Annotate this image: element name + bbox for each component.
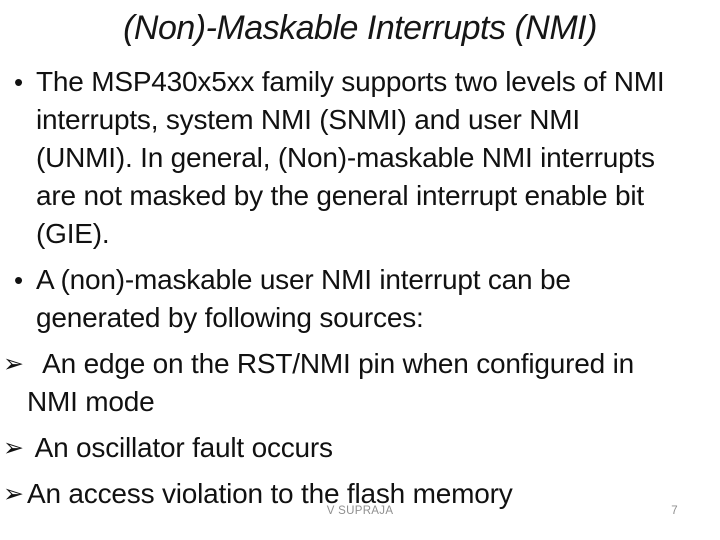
- bullet-text: An access violation to the flash memory: [27, 478, 513, 509]
- arrowhead-bullet-icon: ➢: [3, 349, 24, 378]
- footer-author: V SUPRAJA: [326, 505, 394, 517]
- slide-footer: V SUPRAJA 7: [0, 505, 720, 519]
- slide-body: • The MSP430x5xx family supports two lev…: [0, 50, 720, 513]
- arrowhead-bullet-icon: ➢: [3, 433, 24, 462]
- bullet-text: A (non)-maskable user NMI interrupt can …: [36, 264, 571, 333]
- round-bullet-icon: •: [14, 265, 23, 295]
- bullet-item: ➢ An access violation to the flash memor…: [0, 475, 714, 513]
- page-number: 7: [671, 505, 678, 517]
- bullet-item: • The MSP430x5xx family supports two lev…: [0, 63, 714, 253]
- bullet-text: An oscillator fault occurs: [27, 432, 333, 463]
- bullet-item: ➢ An oscillator fault occurs: [0, 429, 714, 467]
- bullet-text: The MSP430x5xx family supports two level…: [36, 66, 665, 249]
- arrowhead-bullet-icon: ➢: [3, 479, 24, 508]
- bullet-item: ➢ An edge on the RST/NMI pin when config…: [0, 345, 714, 421]
- round-bullet-icon: •: [14, 67, 23, 97]
- bullet-item: • A (non)-maskable user NMI interrupt ca…: [0, 261, 714, 337]
- slide-title: (Non)-Maskable Interrupts (NMI): [123, 9, 597, 47]
- bullet-text: An edge on the RST/NMI pin when configur…: [27, 348, 634, 417]
